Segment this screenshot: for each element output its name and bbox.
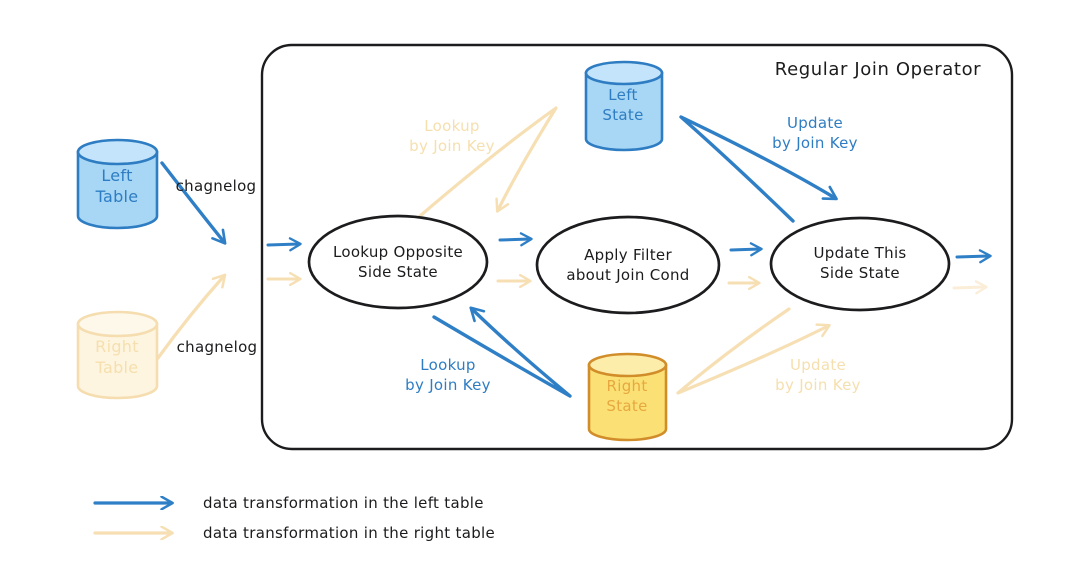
legend-item-left-table: data transformation in the left table	[93, 488, 495, 518]
left-state-cylinder	[584, 60, 664, 152]
node-update-label: Update This Side State	[813, 244, 907, 282]
node-update-this-side-state	[769, 216, 951, 312]
legend-item-right-table: data transformation in the right table	[93, 518, 495, 548]
arrow-changelog-left-blue	[160, 161, 227, 245]
arrow-lookup-to-filter-blue	[498, 232, 533, 247]
legend-label-right: data transformation in the right table	[203, 524, 496, 542]
arrow-changelog-right-faded	[156, 273, 227, 360]
label-update-by-join-key-blue: Update by Join Key	[772, 114, 858, 152]
arrow-filter-to-update-blue	[729, 242, 763, 257]
arrow-out-faint	[952, 280, 988, 295]
left-table-cylinder	[76, 138, 159, 230]
changelog-label-top: chagnelog	[175, 177, 257, 196]
node-filter-label: Apply Filter about Join Cond	[566, 246, 690, 284]
changelog-label-bottom: chagnelog	[176, 338, 258, 357]
box-title-text: Regular Join Operator	[774, 59, 982, 81]
right-state-cylinder	[587, 352, 668, 442]
right-table-label: Right Table	[95, 336, 139, 377]
legend: data transformation in the left table da…	[93, 488, 495, 548]
legend-label-left: data transformation in the left table	[203, 494, 484, 512]
arrow-out-blue	[955, 249, 992, 264]
arrow-update-right-state-faded	[676, 307, 831, 395]
node-lookup-opposite-side-state	[307, 214, 489, 310]
right-state-label: Right State	[606, 377, 648, 415]
node-lookup-label: Lookup Opposite Side State	[332, 243, 464, 281]
arrow-lookup-left-state-faded	[418, 106, 558, 218]
left-table-label: Left Table	[95, 165, 139, 206]
left-state-label: Left State	[602, 86, 644, 124]
right-table-cylinder	[76, 310, 159, 400]
label-lookup-by-join-key-faded: Lookup by Join Key	[409, 117, 495, 155]
legend-blue-arrow-icon	[93, 496, 174, 510]
label-lookup-by-join-key-blue: Lookup by Join Key	[405, 356, 491, 394]
node-apply-filter	[535, 215, 721, 315]
legend-cream-arrow-icon	[93, 526, 174, 540]
arrow-lookup-right-state-blue	[432, 306, 572, 398]
box-title: Regular Join Operator	[775, 58, 981, 82]
arrow-in-blue	[266, 237, 302, 252]
arrow-update-left-state-blue	[679, 115, 838, 223]
label-update-by-join-key-faded: Update by Join Key	[775, 356, 861, 394]
